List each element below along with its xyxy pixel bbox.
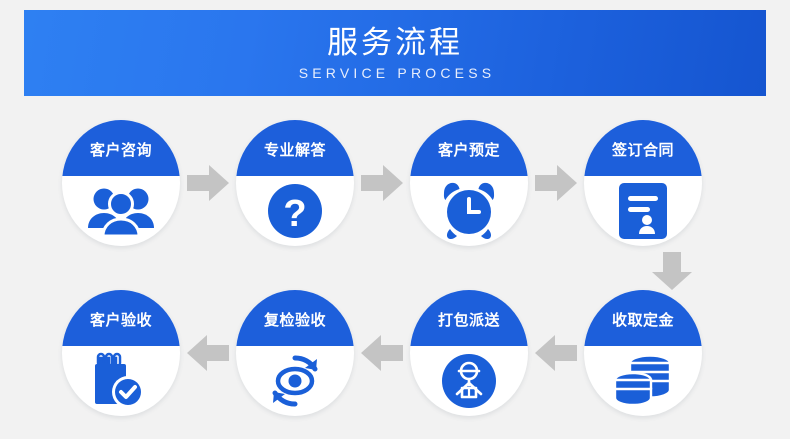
notepad-check-icon — [62, 346, 180, 416]
step-cap: 收取定金 — [584, 290, 702, 346]
process-step-reinspection[interactable]: 复检验收 — [236, 290, 354, 416]
coin-stack-icon — [584, 346, 702, 416]
question-mark-circle-icon: ? — [236, 176, 354, 246]
eye-refresh-icon — [236, 346, 354, 416]
users-group-icon — [62, 176, 180, 246]
page-title: 服务流程 — [327, 24, 463, 60]
contract-document-stamp-icon — [584, 176, 702, 246]
process-step-collect-deposit[interactable]: 收取定金 — [584, 290, 702, 416]
flow-arrow-left-1 — [180, 329, 236, 377]
process-row-two: 客户验收 复检验收 — [0, 288, 790, 418]
process-step-sign-contract[interactable]: 签订合同 — [584, 120, 702, 246]
step-label: 打包派送 — [437, 311, 500, 329]
step-label: 复检验收 — [263, 311, 326, 329]
step-label: 专业解答 — [263, 141, 326, 159]
flow-arrow-right-3 — [528, 159, 584, 207]
flow-arrow-down-connector — [650, 252, 694, 290]
flow-arrow-left-2 — [354, 329, 410, 377]
step-cap: 客户咨询 — [62, 120, 180, 176]
step-cap: 复检验收 — [236, 290, 354, 346]
step-cap: 签订合同 — [584, 120, 702, 176]
alarm-clock-icon — [410, 176, 528, 246]
step-cap: 客户验收 — [62, 290, 180, 346]
step-cap: 客户预定 — [410, 120, 528, 176]
process-step-customer-acceptance[interactable]: 客户验收 — [62, 290, 180, 416]
step-label: 收取定金 — [611, 311, 674, 329]
step-label: 客户咨询 — [89, 141, 152, 159]
process-step-professional-answer[interactable]: 专业解答 ? — [236, 120, 354, 246]
process-step-customer-consult[interactable]: 客户咨询 — [62, 120, 180, 246]
flow-arrow-left-3 — [528, 329, 584, 377]
flow-arrow-right-1 — [180, 159, 236, 207]
page-subtitle: SERVICE PROCESS — [298, 65, 496, 82]
svg-text:?: ? — [283, 193, 306, 235]
step-label: 客户验收 — [89, 311, 152, 329]
process-step-customer-booking[interactable]: 客户预定 — [410, 120, 528, 246]
step-cap: 打包派送 — [410, 290, 528, 346]
step-label: 客户预定 — [437, 141, 500, 159]
step-label: 签订合同 — [611, 141, 674, 159]
flow-arrow-right-2 — [354, 159, 410, 207]
process-step-pack-deliver[interactable]: 打包派送 — [410, 290, 528, 416]
process-row-one: 客户咨询 专业解答 ? — [0, 118, 790, 248]
page-header-banner: 服务流程 SERVICE PROCESS — [24, 10, 766, 96]
step-cap: 专业解答 — [236, 120, 354, 176]
delivery-person-icon — [410, 346, 528, 416]
